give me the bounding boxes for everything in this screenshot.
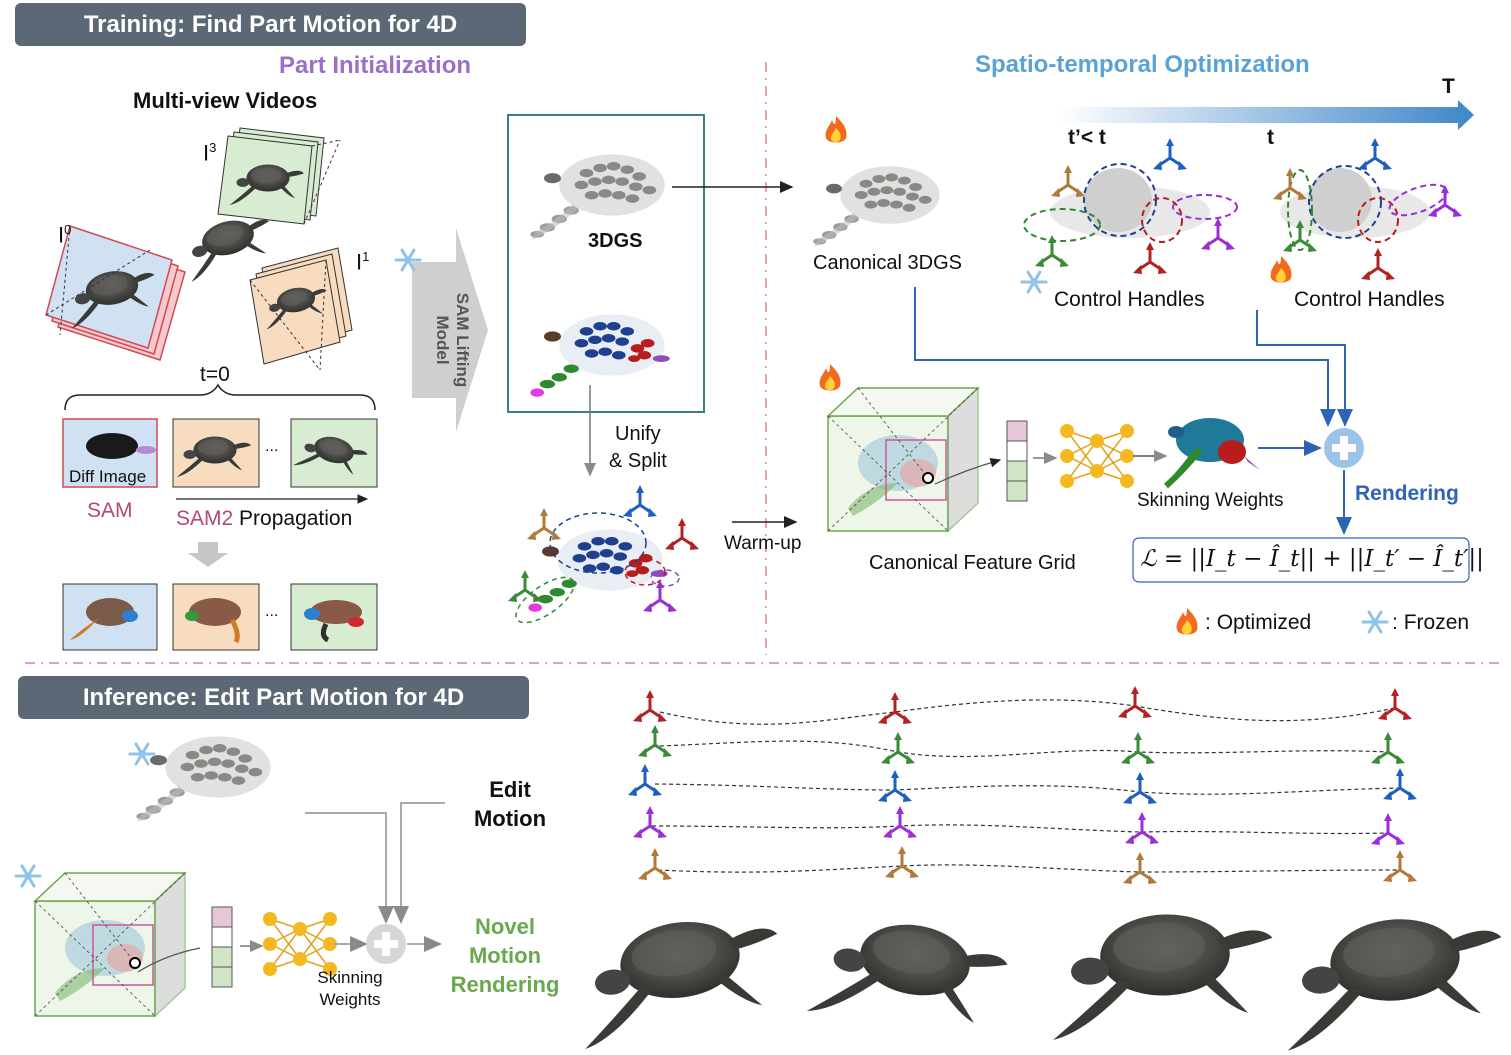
canonical-3dgs-turtle	[813, 166, 940, 247]
render-turtle-3	[1048, 910, 1276, 1040]
sam-label: SAM	[87, 499, 133, 522]
warmup-label: Warm-up	[724, 533, 802, 554]
edit-label: Edit	[489, 777, 531, 802]
multiview-title: Multi-view Videos	[133, 88, 318, 113]
inference-feature-grid	[34, 872, 186, 1017]
time-axis-arrow	[1058, 100, 1474, 130]
down-arrow	[188, 542, 228, 567]
unify-label: Unify	[615, 423, 661, 445]
loss-formula: ℒ = ||I_t − Î_t|| + ||I_t′ − Î_t′||	[1140, 546, 1484, 572]
time-axis-label: T	[1442, 75, 1455, 98]
trajectory-handles	[626, 684, 1419, 886]
gs-box	[507, 114, 705, 413]
canonical-grid-label: Canonical Feature Grid	[869, 552, 1076, 574]
skinning-weights-turtle	[1164, 418, 1260, 489]
handle-trajectories	[651, 699, 1401, 873]
novel-label: Novel	[475, 914, 535, 939]
render-turtle-4	[1277, 910, 1510, 1051]
loss-box	[1132, 537, 1470, 583]
control-handles-prev	[1020, 136, 1238, 294]
t-now-label: t	[1267, 126, 1274, 149]
render-turtle-1	[569, 908, 790, 1050]
canonical-feature-grid	[827, 387, 979, 532]
training-banner: Training: Find Part Motion for 4D	[15, 3, 526, 46]
sam-lifting-arrow	[412, 228, 488, 432]
view-frames-i3	[217, 127, 341, 225]
canonical-3dgs-label: Canonical 3DGS	[813, 252, 962, 274]
control-handles-label-2: Control Handles	[1294, 288, 1445, 311]
spatio-title: Spatio-temporal Optimization	[975, 51, 1310, 78]
feature-vector	[1006, 420, 1028, 502]
render-turtle-2	[806, 909, 1012, 1044]
view-frames-i1	[249, 247, 353, 371]
mlp-network-icon	[1059, 423, 1135, 489]
inference-3dgs-turtle	[136, 736, 271, 823]
sam2-propagation-label: SAM2 Propagation	[176, 507, 353, 530]
control-handles-label-1: Control Handles	[1054, 288, 1205, 311]
rendering-label: Rendering	[1355, 482, 1459, 505]
view-label-i0: I0	[58, 222, 72, 248]
control-handles-now	[1270, 136, 1464, 283]
legend-frozen: : Frozen	[1392, 611, 1470, 634]
view-label-i1: I1	[356, 249, 370, 275]
fire-icon	[825, 116, 847, 143]
sam-lifting-label: SAM Lifting Model	[433, 292, 472, 388]
motion-label: Motion	[473, 806, 547, 831]
part-init-title: Part Initialization	[279, 52, 472, 79]
ellipsis-2: ...	[265, 603, 279, 620]
view-frames-i0	[45, 225, 186, 361]
legend-optimized: : Optimized	[1205, 611, 1312, 634]
t-prev-label: t’< t	[1068, 126, 1106, 149]
split-label: & Split	[609, 450, 667, 472]
novel-rendering-label: Rendering	[450, 972, 560, 997]
inference-banner: Inference: Edit Part Motion for 4D	[18, 676, 529, 719]
t0-label: t=0	[200, 363, 230, 386]
t0-brace	[64, 383, 376, 411]
view-label-i3: I3	[203, 140, 217, 166]
novel-motion-label: Motion	[468, 943, 542, 968]
skinning-weights-label: Skinning Weights	[1137, 490, 1284, 511]
gs-label: 3DGS	[588, 230, 643, 252]
diff-image-label: Diff Image	[69, 467, 147, 486]
inf-weights-label: Weights	[319, 990, 381, 1009]
ellipsis-1: ...	[265, 438, 279, 455]
inf-skinning-label: Skinning	[317, 968, 383, 987]
